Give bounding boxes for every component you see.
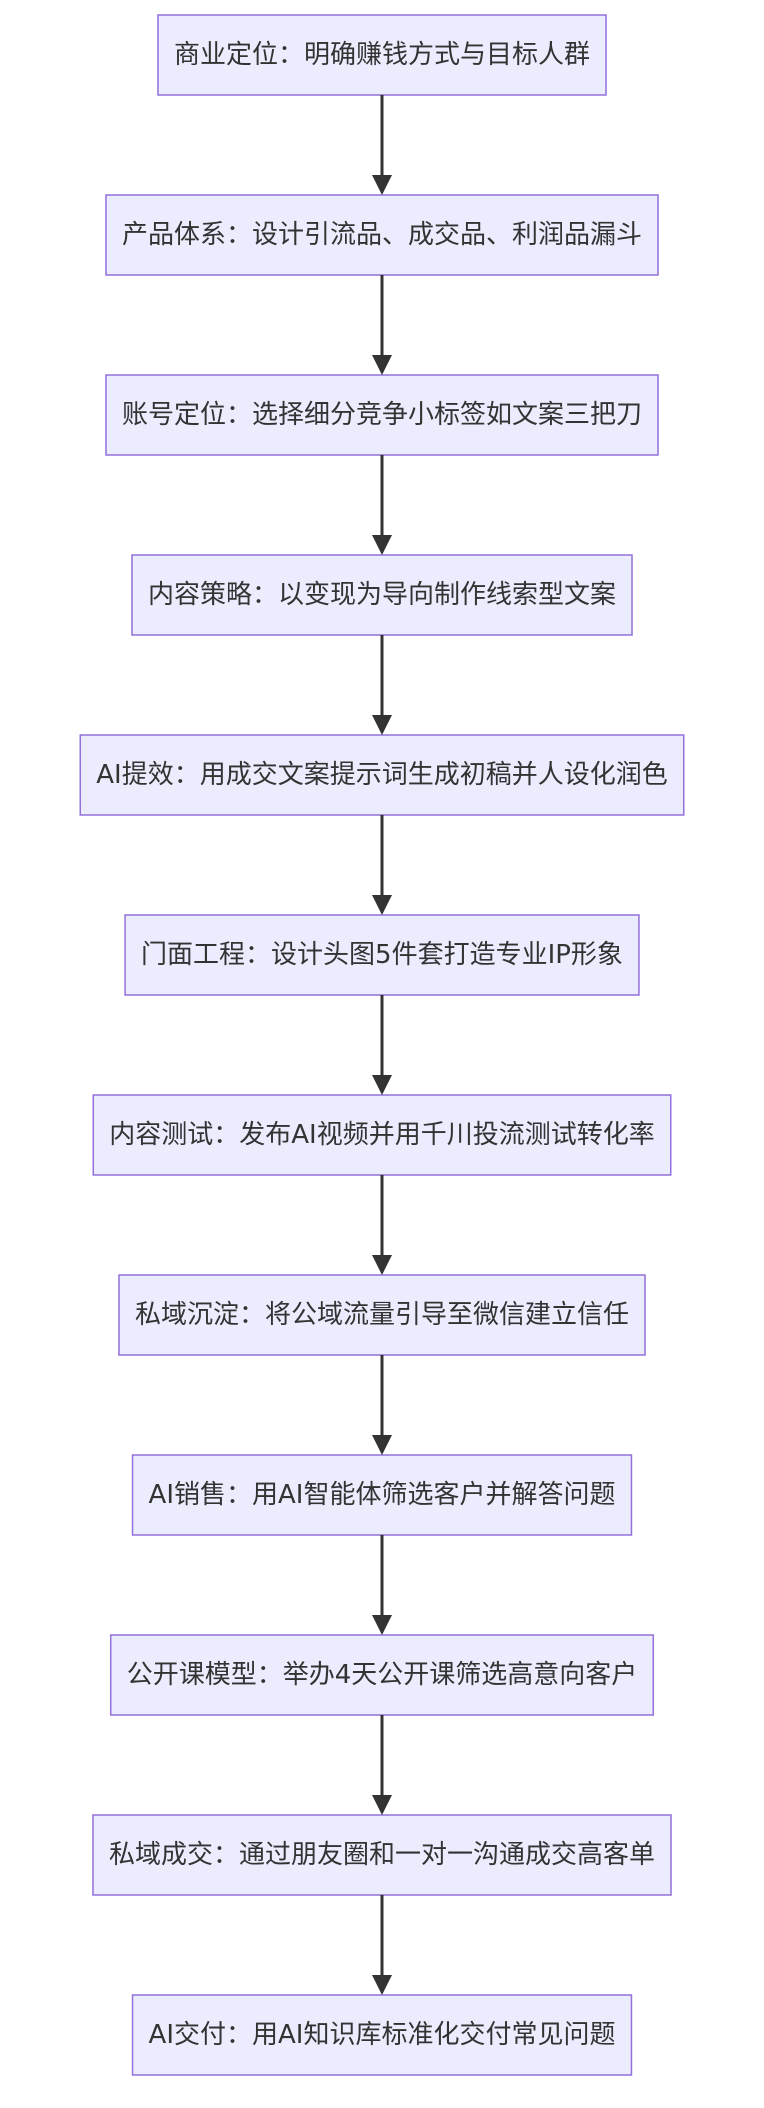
flow-node-5: AI提效：用成交文案提示词生成初稿并人设化润色 (79, 734, 685, 816)
arrow-down-icon (372, 1075, 392, 1095)
arrow-down-icon (372, 1795, 392, 1815)
arrow-down-icon (372, 1435, 392, 1455)
flow-node-1: 商业定位：明确赚钱方式与目标人群 (157, 14, 607, 96)
flow-edge-11 (372, 1895, 392, 1995)
flow-node-label: AI交付：用AI知识库标准化交付常见问题 (149, 2020, 616, 2050)
arrow-down-icon (372, 355, 392, 375)
flow-node-4: 内容策略：以变现为导向制作线索型文案 (131, 554, 633, 636)
flow-edge-9 (372, 1535, 392, 1635)
flow-node-8: 私域沉淀：将公域流量引导至微信建立信任 (118, 1274, 646, 1356)
flow-node-2: 产品体系：设计引流品、成交品、利润品漏斗 (105, 194, 659, 276)
flow-node-label: 内容测试：发布AI视频并用千川投流测试转化率 (109, 1120, 654, 1150)
flow-edge-8 (372, 1355, 392, 1455)
arrow-down-icon (372, 895, 392, 915)
flow-node-9: AI销售：用AI智能体筛选客户并解答问题 (131, 1454, 633, 1536)
flow-node-12: AI交付：用AI知识库标准化交付常见问题 (131, 1994, 633, 2076)
arrow-down-icon (372, 175, 392, 195)
flow-edge-2 (372, 275, 392, 375)
flow-node-box (124, 914, 640, 996)
flow-node-box (105, 194, 659, 276)
flow-node-10: 公开课模型：举办4天公开课筛选高意向客户 (109, 1634, 655, 1716)
flow-node-box (92, 1814, 672, 1896)
flow-node-label: 私域沉淀：将公域流量引导至微信建立信任 (135, 1300, 629, 1330)
flow-node-box (118, 1274, 646, 1356)
flow-node-11: 私域成交：通过朋友圈和一对一沟通成交高客单 (92, 1814, 672, 1896)
flow-edge-5 (372, 815, 392, 915)
flow-node-label: 私域成交：通过朋友圈和一对一沟通成交高客单 (109, 1840, 655, 1870)
flow-node-label: 产品体系：设计引流品、成交品、利润品漏斗 (122, 220, 642, 250)
flow-node-label: 门面工程：设计头图5件套打造专业IP形象 (141, 940, 623, 970)
flow-node-label: AI提效：用成交文案提示词生成初稿并人设化润色 (96, 760, 667, 790)
arrow-down-icon (372, 535, 392, 555)
flow-node-7: 内容测试：发布AI视频并用千川投流测试转化率 (92, 1094, 672, 1176)
arrow-down-icon (372, 1975, 392, 1995)
flow-edge-6 (372, 995, 392, 1095)
flow-edge-7 (372, 1175, 392, 1275)
flow-edge-4 (372, 635, 392, 735)
flow-node-label: 商业定位：明确赚钱方式与目标人群 (174, 40, 590, 70)
arrow-down-icon (372, 715, 392, 735)
flow-node-label: 公开课模型：举办4天公开课筛选高意向客户 (127, 1660, 638, 1690)
flow-node-box (157, 14, 607, 96)
flow-edge-1 (372, 95, 392, 195)
flow-edge-10 (372, 1715, 392, 1815)
flow-node-label: 内容策略：以变现为导向制作线索型文案 (148, 580, 616, 610)
arrow-down-icon (372, 1255, 392, 1275)
arrow-down-icon (372, 1615, 392, 1635)
flow-node-box (79, 734, 685, 816)
flow-node-3: 账号定位：选择细分竞争小标签如文案三把刀 (105, 374, 659, 456)
flow-node-label: 账号定位：选择细分竞争小标签如文案三把刀 (122, 400, 642, 430)
flow-node-label: AI销售：用AI智能体筛选客户并解答问题 (149, 1480, 616, 1510)
flow-node-6: 门面工程：设计头图5件套打造专业IP形象 (124, 914, 640, 996)
flow-edge-3 (372, 455, 392, 555)
flow-node-box (109, 1634, 655, 1716)
flow-node-box (131, 554, 633, 636)
flow-node-box (131, 1994, 633, 2076)
